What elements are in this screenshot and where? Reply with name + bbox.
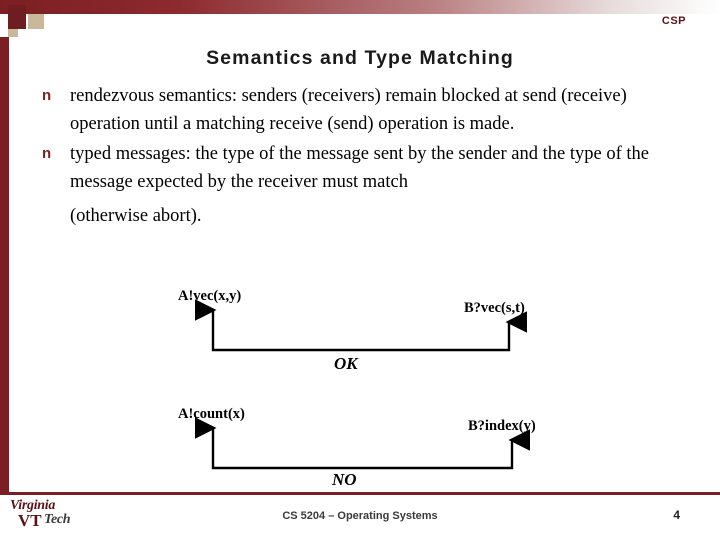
bullet-text: rendezvous semantics: senders (receivers… <box>70 86 627 134</box>
bullet-subtext: (otherwise abort). <box>70 206 202 226</box>
matching-diagram: A!vec(x,y) B?vec(s,t) OK A!count(x) B?in… <box>0 278 720 493</box>
logo-square-dark <box>8 5 26 29</box>
footer-course-label: CS 5204 – Operating Systems <box>282 510 438 522</box>
top-gradient-bar <box>0 0 720 14</box>
list-item: n rendezvous semantics: senders (receive… <box>42 82 690 138</box>
bullet-marker-icon: n <box>42 145 52 162</box>
bullet-text: typed messages: the type of the message … <box>70 144 649 192</box>
list-item: n typed messages: the type of the messag… <box>42 140 690 196</box>
logo-square-small <box>8 29 18 37</box>
diagram-verdict-no: NO <box>332 470 357 489</box>
left-accent-band <box>0 37 9 492</box>
footer-page-number: 4 <box>673 508 680 522</box>
logo-word-virginia: Virginia <box>10 498 56 513</box>
logo-square-tan <box>28 14 44 29</box>
diagram-connector-lines <box>195 299 530 470</box>
slide-section-label: CSP <box>661 15 686 27</box>
virginia-tech-logo: Virginia VT Tech <box>10 498 106 532</box>
vt-monogram-icon: VT <box>18 511 42 530</box>
bullet-marker-icon: n <box>42 87 52 104</box>
page-title: Semantics and Type Matching <box>206 47 514 69</box>
diagram-verdict-ok: OK <box>334 354 358 373</box>
bullet-list: n rendezvous semantics: senders (receive… <box>42 82 690 230</box>
footer-divider <box>0 492 720 495</box>
logo-word-tech: Tech <box>44 512 71 527</box>
